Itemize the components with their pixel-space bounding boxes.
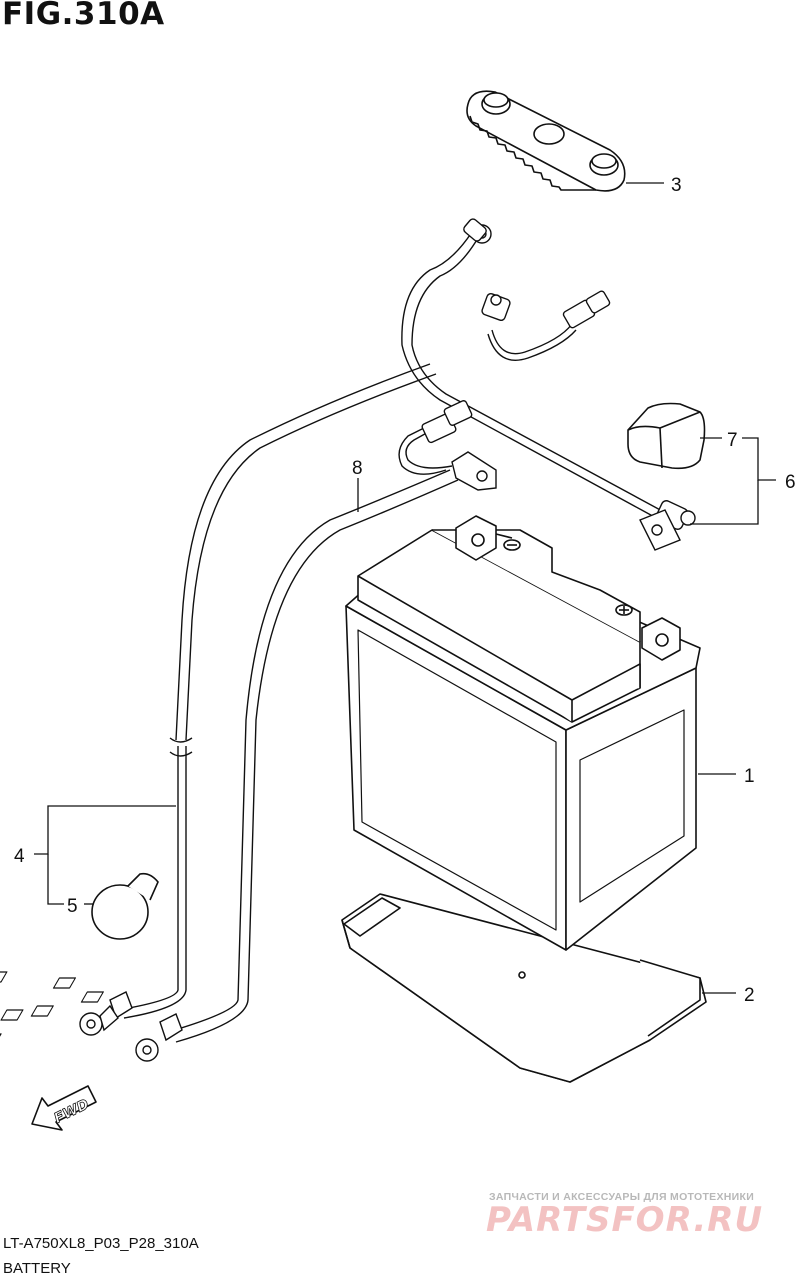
callout-7: 7 bbox=[727, 430, 738, 451]
battery-tray bbox=[0, 893, 707, 1083]
callout-6: 6 bbox=[785, 472, 796, 493]
battery bbox=[345, 515, 701, 951]
callout-labels: 1 2 3 4 5 6 7 8 bbox=[14, 175, 796, 1006]
cable-boot bbox=[91, 872, 159, 940]
callout-4: 4 bbox=[14, 846, 25, 867]
battery-band bbox=[466, 90, 626, 192]
callout-3: 3 bbox=[671, 175, 682, 196]
figure-caption: BATTERY bbox=[3, 1260, 71, 1277]
watermark-logo: PARTSFOR.RU bbox=[486, 1200, 764, 1240]
callout-5: 5 bbox=[67, 896, 78, 917]
battery-cable-8 bbox=[135, 400, 497, 1062]
callout-1: 1 bbox=[744, 766, 755, 787]
negative-cable bbox=[79, 363, 437, 1036]
figure-code: LT-A750XL8_P03_P28_310A bbox=[3, 1235, 199, 1252]
watermark-tagline: ЗАПЧАСТИ И АКСЕССУАРЫ ДЛЯ МОТОТЕХНИКИ bbox=[489, 1191, 755, 1203]
terminal-cover bbox=[627, 402, 706, 470]
callout-8: 8 bbox=[352, 458, 363, 479]
leader-lines bbox=[34, 182, 776, 994]
figure-title: FIG.310A bbox=[2, 0, 165, 32]
forward-arrow-icon: FWD bbox=[31, 1085, 97, 1131]
callout-2: 2 bbox=[744, 985, 755, 1006]
positive-cable-harness bbox=[401, 218, 696, 551]
